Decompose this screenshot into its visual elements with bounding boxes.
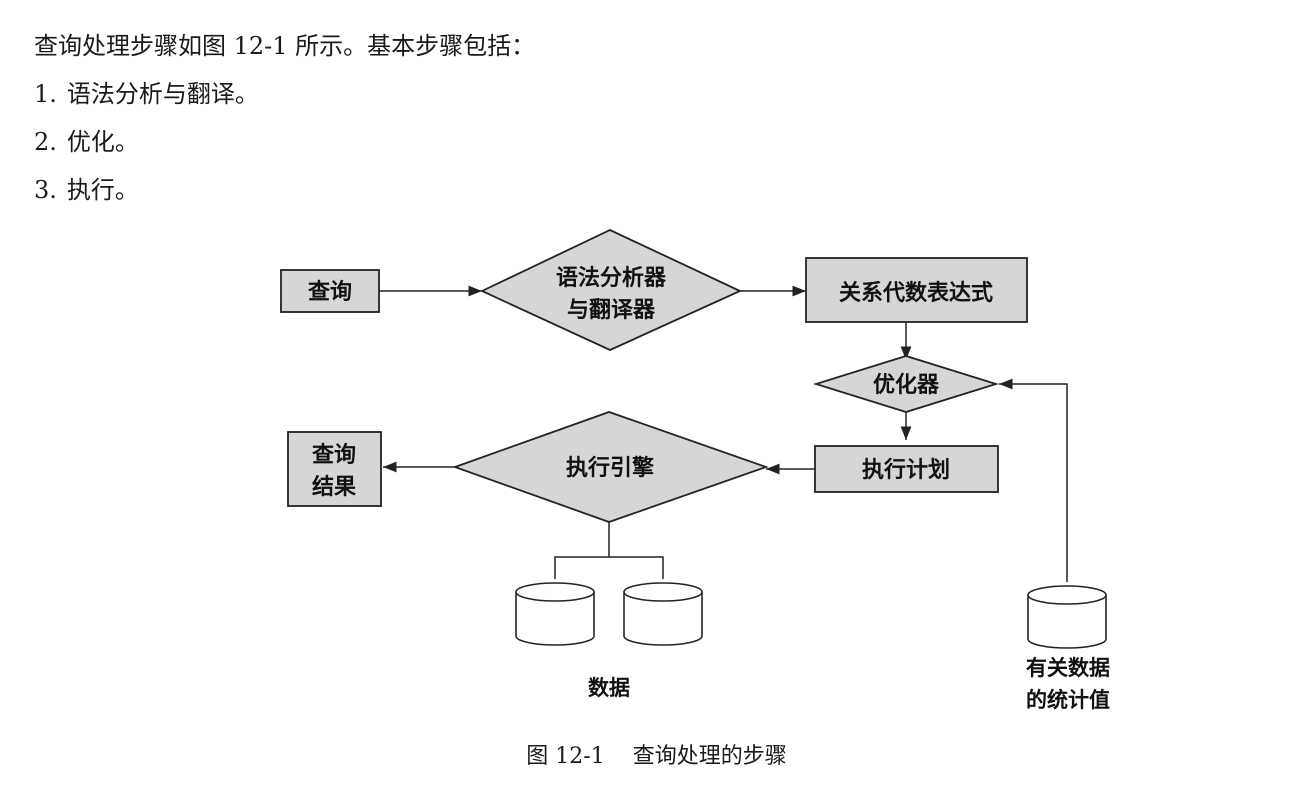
step-item: 1. 语法分析与翻译。 (34, 70, 535, 118)
query-result-label-line1: 查询 (312, 442, 356, 468)
query-box (280, 269, 380, 313)
database-icon (623, 582, 703, 646)
optimizer-diamond (812, 355, 1000, 413)
arrow-stats-to-optimizer (999, 378, 1068, 582)
execution-plan-label: 执行计划 (862, 457, 950, 483)
execution-engine-label: 执行引擎 (566, 455, 654, 481)
step-text: 语法分析与翻译。 (66, 80, 259, 108)
figure-number: 图 12-1 (526, 744, 605, 769)
parser-label-line1: 语法分析器 (556, 266, 667, 291)
parser-diamond (479, 229, 743, 351)
figure-title: 查询处理的步骤 (632, 744, 787, 769)
execution-plan-box (814, 445, 999, 493)
query-result-box (287, 431, 382, 507)
relational-algebra-box (805, 257, 1028, 323)
step-item: 2. 优化。 (34, 118, 535, 166)
database-icon (515, 582, 595, 646)
statistics-database-icon (1027, 585, 1107, 649)
relational-algebra-label: 关系代数表达式 (839, 280, 993, 306)
statistics-label-line1: 有关数据 (1026, 656, 1110, 680)
data-label: 数据 (588, 676, 630, 700)
connectors (379, 285, 1068, 582)
step-text: 优化。 (66, 128, 139, 156)
step-text: 执行。 (66, 176, 139, 204)
query-result-label-line2: 结果 (312, 474, 356, 500)
step-item: 3. 执行。 (34, 166, 535, 214)
step-number: 2. (34, 128, 57, 156)
parser-label-line2: 与翻译器 (567, 298, 656, 323)
figure-caption: 图 12-1 查询处理的步骤 (0, 738, 1313, 770)
statistics-label-line2: 的统计值 (1026, 688, 1110, 712)
optimizer-label: 优化器 (873, 372, 940, 398)
step-number: 1. (34, 80, 57, 108)
line-engine-to-data-2 (609, 556, 664, 579)
step-number: 3. (34, 176, 57, 204)
execution-engine-diamond (452, 411, 769, 523)
query-label: 查询 (308, 279, 352, 305)
intro-text: 查询处理步骤如图 12-1 所示。基本步骤包括： 1. 语法分析与翻译。 2. 优化… (34, 22, 535, 214)
intro-lead: 查询处理步骤如图 12-1 所示。基本步骤包括： (34, 32, 536, 60)
line-engine-to-data-1 (554, 522, 610, 579)
